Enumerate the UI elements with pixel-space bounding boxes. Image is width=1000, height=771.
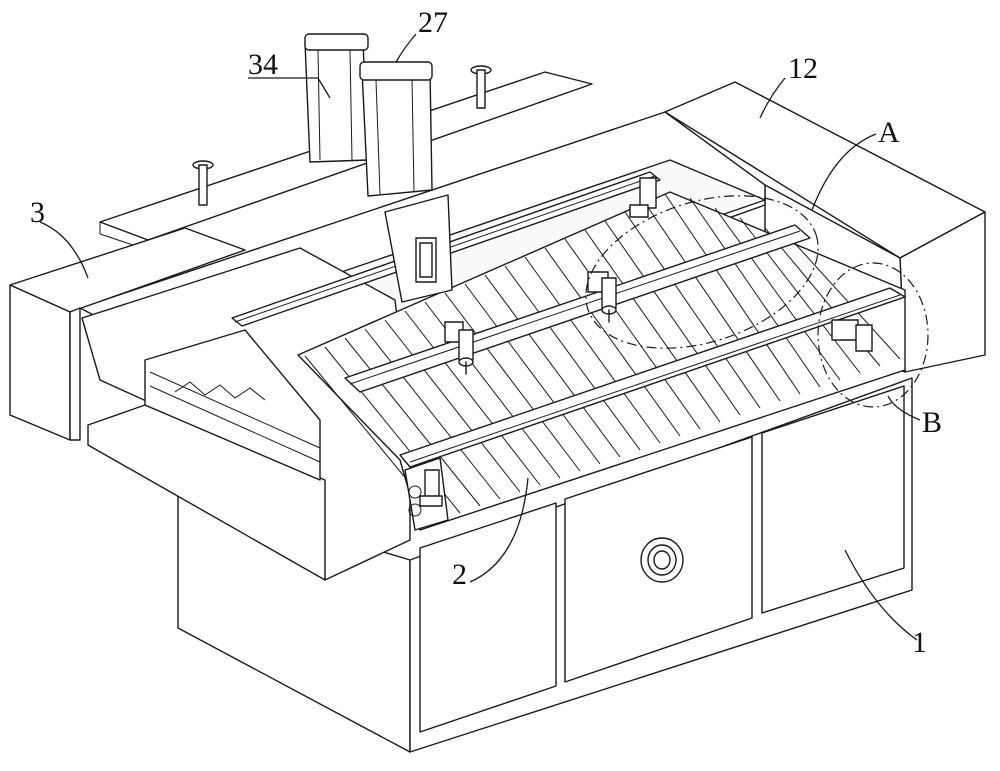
front-side-panel <box>81 247 411 581</box>
carriage-icon <box>831 319 873 352</box>
carriage-icon <box>419 469 443 507</box>
base-cabinet <box>177 377 913 753</box>
conveyor-slats <box>304 193 901 521</box>
bolt-icon <box>192 160 214 206</box>
detail-circle-a <box>585 195 819 349</box>
leader-lines <box>39 33 921 641</box>
cabinet-door-left <box>419 502 557 733</box>
cabinet-door-right <box>761 385 905 614</box>
cabinet-door-middle <box>564 436 753 683</box>
laser-head-icon <box>444 321 474 375</box>
carriage-icon <box>629 177 657 218</box>
label-12: 12 <box>788 52 818 85</box>
label-3: 3 <box>30 196 45 229</box>
label-a: A <box>878 116 900 149</box>
label-2: 2 <box>452 558 467 591</box>
laser-head-icon <box>587 271 617 323</box>
lift-bracket <box>384 194 453 303</box>
detail-circle-b <box>817 262 929 408</box>
label-27: 27 <box>418 6 448 39</box>
label-b: B <box>922 406 942 439</box>
bolt-icon <box>470 65 492 109</box>
left-housing <box>9 227 246 441</box>
knob-icon <box>640 537 684 583</box>
cylinder-34 <box>304 33 369 163</box>
cylinder-27 <box>359 61 433 197</box>
label-34: 34 <box>248 48 278 81</box>
label-1: 1 <box>912 626 927 659</box>
